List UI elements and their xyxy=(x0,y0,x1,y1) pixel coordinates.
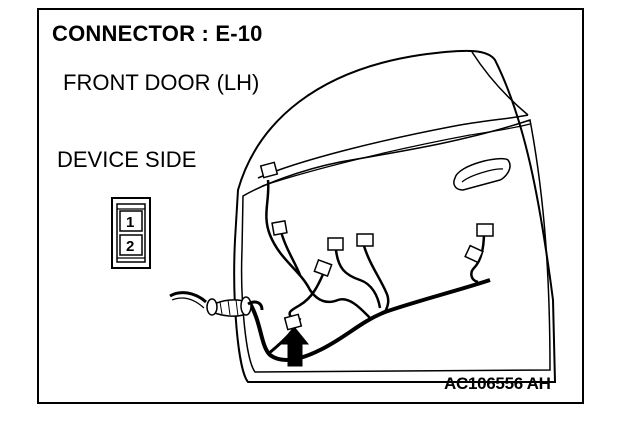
pin-1-label: 1 xyxy=(126,214,134,231)
connector-d xyxy=(313,259,333,277)
connector-a xyxy=(271,220,288,236)
harness-branch-c2 xyxy=(362,245,390,313)
pointer-arrow xyxy=(280,327,310,367)
figure-code: AC106556 AH xyxy=(444,374,551,393)
door-handle xyxy=(453,158,511,191)
harness-branch-c1 xyxy=(334,249,382,309)
location-label: FRONT DOOR (LH) xyxy=(63,70,260,95)
diagram-frame xyxy=(37,8,584,404)
connector-e xyxy=(476,223,494,237)
window-frame xyxy=(257,114,529,179)
side-label: DEVICE SIDE xyxy=(57,147,197,172)
connector-face: 1 2 xyxy=(111,197,151,269)
harness-branch-right xyxy=(470,231,486,284)
window-rear-edge xyxy=(471,51,529,116)
harness-branch-mid xyxy=(278,227,302,276)
window-frame-inner xyxy=(261,123,531,187)
connector-b xyxy=(327,237,344,251)
connector-f xyxy=(464,244,484,264)
door-inner-panel xyxy=(240,119,551,373)
page-title: CONNECTOR : E-10 xyxy=(52,21,263,46)
connector-top xyxy=(259,161,279,179)
harness-to-body xyxy=(169,291,208,304)
pin-2-label: 2 xyxy=(126,238,134,255)
door-outline xyxy=(233,49,557,383)
harness-branch-c3 xyxy=(288,271,326,319)
connector-e10 xyxy=(283,313,303,331)
connector-c xyxy=(356,233,374,247)
harness-branch-top xyxy=(265,179,371,319)
harness-main xyxy=(246,278,491,363)
